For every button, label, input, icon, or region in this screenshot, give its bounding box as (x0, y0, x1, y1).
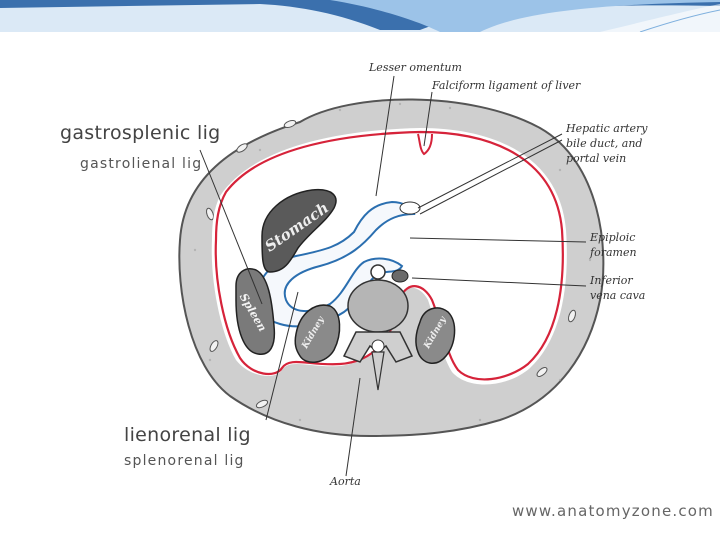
aorta (370, 264, 386, 280)
lesser-omentum-label: Lesser omentum (369, 61, 462, 74)
gastrosplenic-label: gastrosplenic lig (60, 122, 221, 144)
epiploic-label: Epiploic (590, 231, 636, 244)
falciform-ligament (417, 133, 433, 156)
falciform-label: Falciform ligament of liver (432, 79, 581, 92)
splenorenal-label: splenorenal lig (124, 453, 245, 469)
foramen-label: foramen (590, 246, 637, 259)
inferior-label: Inferior (590, 274, 633, 287)
gastrolienal-label: gastrolienal lig (80, 156, 203, 172)
portal-vein-label: portal vein (566, 152, 627, 165)
bile-duct-label: bile duct, and (566, 137, 643, 150)
vena-cava-label: vena cava (590, 289, 646, 302)
spleen (235, 268, 276, 355)
kidney-left (294, 304, 341, 363)
kidney-right (415, 307, 456, 364)
hepatic-artery-label: Hepatic artery (566, 122, 648, 135)
inferior-vena-cava (391, 269, 409, 283)
aorta-label: Aorta (330, 475, 361, 488)
vertebra (342, 279, 414, 391)
stomach (261, 188, 337, 273)
header-band (0, 0, 720, 32)
porta-hepatis (399, 201, 421, 215)
lienorenal-label: lienorenal lig (124, 424, 251, 446)
watermark: www.anatomyzone.com (511, 502, 714, 520)
